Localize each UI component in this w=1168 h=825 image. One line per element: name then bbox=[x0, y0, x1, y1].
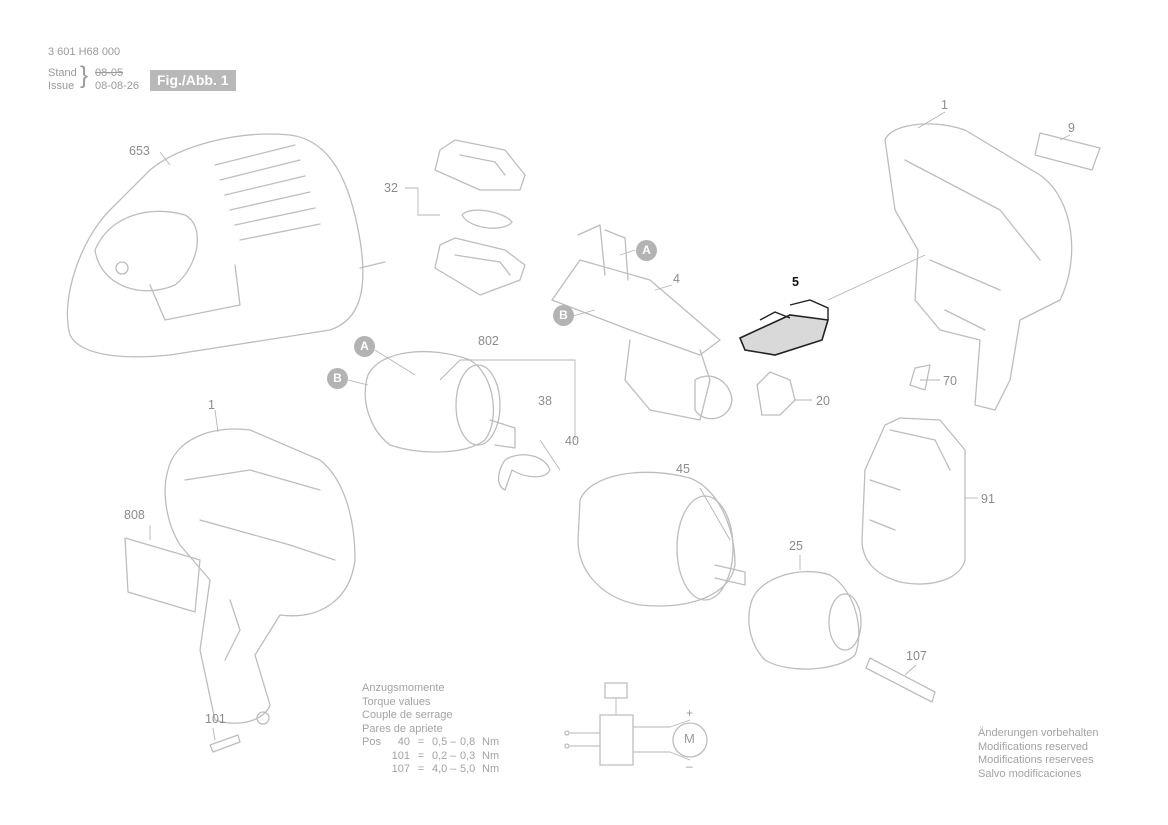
torque-heading-en: Torque values bbox=[362, 695, 431, 708]
callout-653: 653 bbox=[129, 144, 150, 158]
screw-107-outline bbox=[865, 657, 936, 703]
torque-min: 0,5 bbox=[432, 736, 448, 748]
circuit-plus: + bbox=[686, 706, 694, 720]
part-20-outline bbox=[756, 371, 796, 416]
torque-max: 5,0 bbox=[460, 763, 476, 775]
label-808-outline bbox=[124, 537, 201, 613]
marker-b-switch: B bbox=[553, 305, 574, 326]
torque-row: 107 = 4,0–5,0 Nm bbox=[362, 763, 499, 777]
torque-pos: 107 bbox=[391, 763, 410, 775]
callout-4: 4 bbox=[673, 272, 680, 286]
callout-808: 808 bbox=[124, 508, 145, 522]
callout-9: 9 bbox=[1068, 121, 1075, 135]
marker-a-motor: A bbox=[354, 336, 375, 357]
part-32-outline bbox=[434, 139, 526, 296]
callout-1-top: 1 bbox=[941, 98, 948, 112]
callout-38: 38 bbox=[538, 394, 552, 408]
circuit-minus: – bbox=[686, 759, 693, 773]
torque-dash: – bbox=[450, 763, 457, 775]
modifications-es: Salvo modificaciones bbox=[978, 767, 1082, 780]
torque-dash: – bbox=[450, 749, 457, 762]
callout-40: 40 bbox=[565, 434, 579, 448]
modifications-notice: Änderungen vorbehalten Modifications res… bbox=[978, 727, 1098, 781]
part-4-outline bbox=[551, 224, 733, 421]
torque-row: Pos 40 = 0,5–0,8 Nm bbox=[362, 736, 499, 750]
callout-91: 91 bbox=[981, 492, 995, 506]
battery-91-outline bbox=[861, 417, 966, 585]
torque-heading-de: Anzugsmomente bbox=[362, 682, 445, 694]
modifications-fr: Modifications reservees bbox=[978, 754, 1094, 766]
callout-107: 107 bbox=[906, 649, 927, 663]
issue-label: Issue bbox=[48, 80, 75, 92]
torque-eq: = bbox=[417, 763, 425, 775]
torque-min: 0,2 bbox=[432, 749, 448, 762]
torque-pos: 40 bbox=[397, 736, 410, 748]
torque-row: 101 = 0,2–0,3 Nm bbox=[362, 750, 499, 764]
torque-eq: = bbox=[417, 736, 425, 748]
circuit-motor-label: M bbox=[684, 731, 695, 746]
torque-pos: 101 bbox=[391, 749, 410, 762]
torque-dash: – bbox=[450, 736, 457, 748]
modifications-en: Modifications reserved bbox=[978, 740, 1089, 753]
part-number: 3 601 H68 000 bbox=[48, 46, 121, 58]
circuit-schematic bbox=[564, 682, 708, 766]
callout-32: 32 bbox=[384, 181, 398, 195]
torque-heading-fr: Couple de serrage bbox=[362, 709, 453, 721]
motor-802-outline bbox=[364, 350, 551, 491]
modifications-de: Änderungen vorbehalten bbox=[978, 727, 1099, 739]
callout-1-left: 1 bbox=[208, 398, 215, 412]
torque-max: 0,8 bbox=[460, 736, 476, 748]
pos-label: Pos bbox=[362, 736, 381, 748]
stand-label: Stand bbox=[48, 67, 77, 79]
torque-unit: Nm bbox=[482, 763, 500, 775]
marker-a-switch: A bbox=[636, 240, 657, 261]
old-date: 08-05 bbox=[95, 67, 124, 79]
callout-802: 802 bbox=[478, 334, 499, 348]
part-5-outline bbox=[738, 254, 926, 356]
callout-45: 45 bbox=[676, 462, 690, 476]
callout-25: 25 bbox=[789, 539, 803, 553]
torque-max: 0,3 bbox=[460, 749, 476, 762]
housing-1-left-outline bbox=[164, 428, 356, 725]
marker-b-motor: B bbox=[327, 368, 348, 389]
issue-date: 08-08-26 bbox=[95, 80, 140, 92]
brace-glyph: } bbox=[80, 62, 89, 89]
housing-1-right-outline bbox=[884, 123, 1101, 411]
figure-label: Fig./Abb. 1 bbox=[150, 70, 236, 91]
callout-101: 101 bbox=[205, 712, 226, 726]
charger-653-outline bbox=[66, 133, 386, 358]
gearbox-45-outline bbox=[577, 471, 746, 607]
torque-min: 4,0 bbox=[432, 763, 448, 775]
torque-unit: Nm bbox=[482, 749, 500, 762]
leader-lines bbox=[149, 111, 1071, 741]
screw-101-outline bbox=[209, 734, 241, 753]
callout-5: 5 bbox=[792, 275, 799, 289]
torque-table: Anzugsmomente Torque values Couple de se… bbox=[362, 682, 499, 777]
callout-70: 70 bbox=[943, 374, 957, 388]
torque-eq: = bbox=[417, 749, 425, 762]
callout-20: 20 bbox=[816, 394, 830, 408]
torque-heading-es: Pares de apriete bbox=[362, 722, 443, 735]
torque-unit: Nm bbox=[482, 736, 500, 748]
chuck-25-outline bbox=[748, 570, 862, 670]
